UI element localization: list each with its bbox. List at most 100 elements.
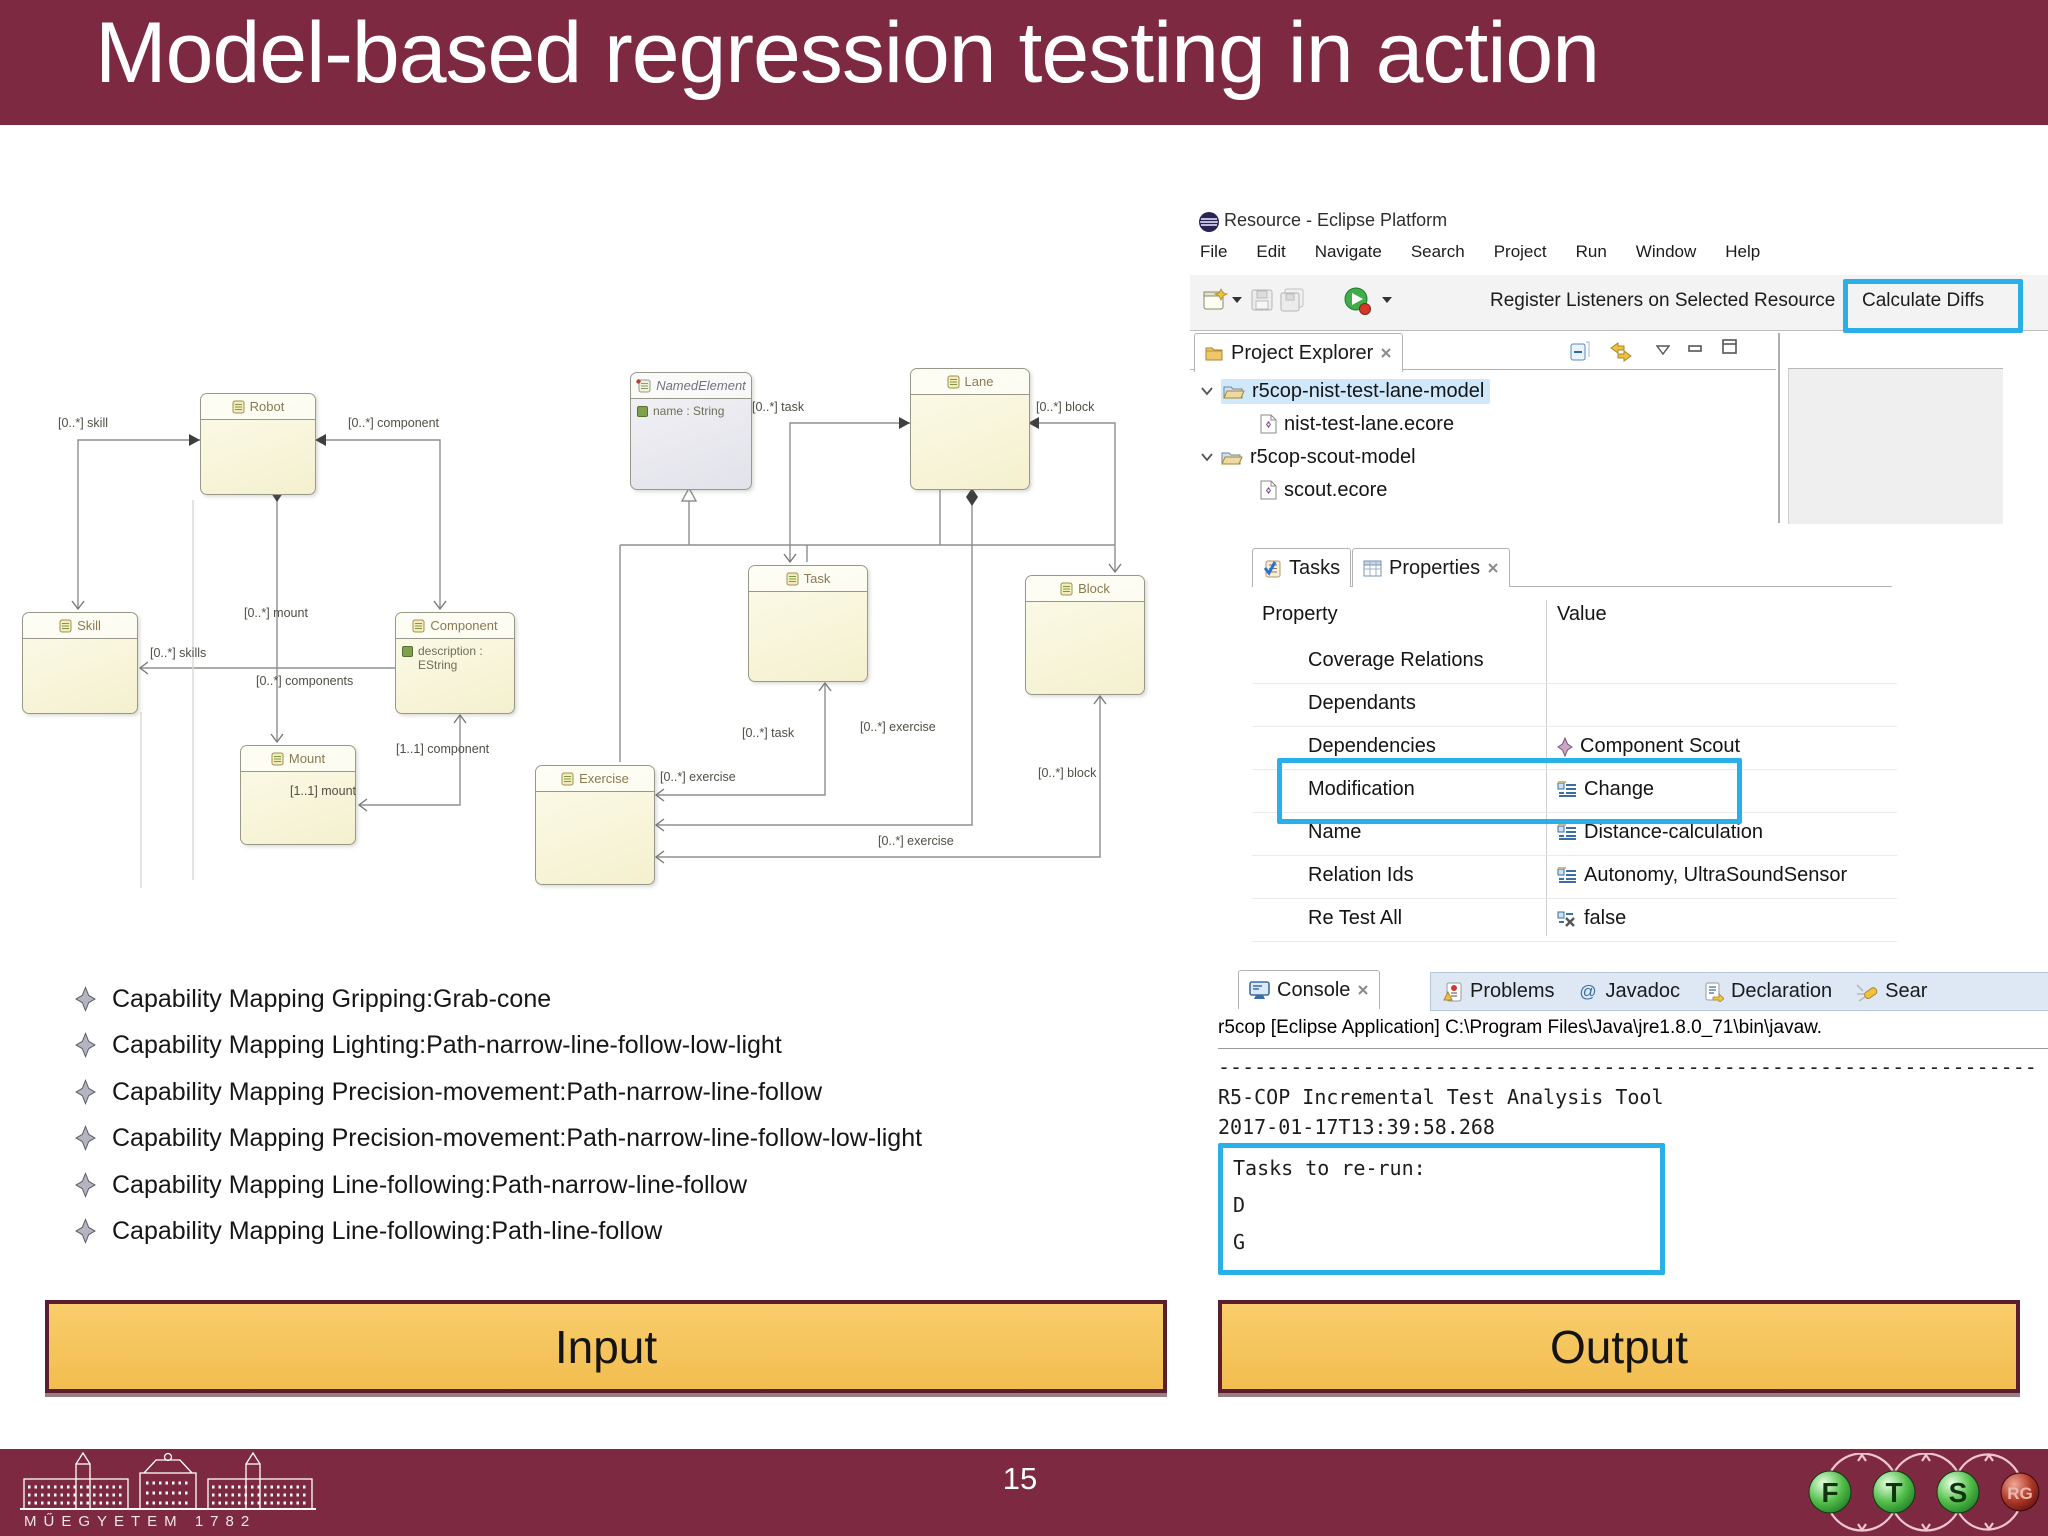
mapping-diamond-icon (75, 986, 96, 1012)
uml-class-mount[interactable]: Mount (240, 745, 356, 845)
page-title: Model-based regression testing in action (95, 5, 1600, 101)
tab-javadoc[interactable]: @ Javadoc (1578, 980, 1680, 1003)
save-all-icon[interactable] (1280, 288, 1304, 312)
table-row[interactable]: Re Test All false (1252, 899, 1897, 942)
class-name: Task (803, 571, 831, 586)
tree-item-label: r5cop-nist-test-lane-model (1252, 379, 1485, 402)
ecore-file-icon (1260, 480, 1277, 500)
close-icon[interactable] (1357, 984, 1369, 996)
edge-label: [0..*] block (1036, 400, 1095, 414)
uml-class-task[interactable]: Task (748, 565, 868, 682)
menu-help[interactable]: Help (1725, 242, 1761, 261)
menu-navigate[interactable]: Navigate (1314, 242, 1382, 261)
menu-file[interactable]: File (1200, 242, 1228, 261)
tab-label: Console (1277, 978, 1351, 1001)
svg-text:S: S (1949, 1477, 1968, 1508)
tree-item-label: scout.ecore (1284, 478, 1388, 501)
chevron-expanded-icon[interactable] (1200, 452, 1214, 462)
tree-item-project-1[interactable]: r5cop-nist-test-lane-model (1200, 377, 1491, 405)
open-folder-icon (1221, 452, 1243, 464)
uml-class-robot[interactable]: Robot (200, 393, 316, 495)
cell-value: Autonomy, UltraSoundSensor (1584, 864, 1848, 886)
column-divider (1546, 600, 1547, 936)
chevron-down-icon[interactable] (1382, 297, 1392, 304)
console-line: G (1233, 1230, 1246, 1254)
university-logo-text: MŰEGYETEM 1782 (24, 1513, 257, 1530)
sash-divider[interactable] (1778, 333, 1780, 523)
maximize-icon[interactable] (1722, 339, 1738, 355)
console-line: 2017-01-17T13:39:58.268 (1218, 1115, 1495, 1139)
tab-declaration[interactable]: Declaration (1704, 980, 1832, 1003)
run-icon[interactable] (1342, 286, 1372, 316)
menu-window[interactable]: Window (1635, 242, 1697, 261)
edge-label: [0..*] components (256, 674, 354, 688)
class-attribute: name : String (653, 404, 725, 418)
new-wizard-icon[interactable] (1202, 287, 1228, 313)
tree-selection: r5cop-nist-test-lane-model (1221, 378, 1491, 404)
class-icon (232, 400, 245, 413)
register-listeners-button[interactable]: Register Listeners on Selected Resource (1490, 290, 1836, 311)
menu-edit[interactable]: Edit (1256, 242, 1286, 261)
toolbar: Register Listeners on Selected Resource … (1190, 275, 2048, 331)
chevron-down-icon[interactable] (1232, 297, 1242, 304)
table-row[interactable]: Modification Change (1252, 770, 1897, 813)
save-icon[interactable] (1250, 288, 1274, 312)
tab-project-explorer[interactable]: Project Explorer (1194, 333, 1404, 372)
collapse-all-icon[interactable] (1568, 339, 1592, 363)
menu-search[interactable]: Search (1410, 242, 1465, 261)
table-row[interactable]: Name Distance-calculation (1252, 813, 1897, 856)
close-icon[interactable] (1487, 562, 1499, 574)
table-row[interactable]: Dependants (1252, 684, 1897, 727)
tab-problems[interactable]: Problems (1443, 980, 1554, 1003)
table-row[interactable]: Dependencies Component Scout (1252, 727, 1897, 770)
uml-class-block[interactable]: Block (1025, 575, 1145, 695)
calculate-diffs-button[interactable]: Calculate Diffs (1862, 290, 1985, 311)
edge-label: [0..*] skill (58, 416, 109, 430)
tab-tasks[interactable]: Tasks (1252, 548, 1352, 587)
class-icon (412, 619, 425, 632)
link-with-editor-icon[interactable] (1608, 339, 1634, 365)
uml-class-exercise[interactable]: Exercise (535, 765, 655, 885)
tab-console[interactable]: Console (1238, 970, 1381, 1009)
edge-label: [0..*] task (752, 400, 805, 414)
svg-text:F: F (1821, 1477, 1838, 1508)
tree-item-project-2[interactable]: r5cop-scout-model (1200, 443, 1416, 471)
tree-item-ecore-2[interactable]: scout.ecore (1260, 476, 1387, 504)
uml-class-component[interactable]: Component description : EString (395, 612, 515, 714)
class-name: Lane (964, 374, 994, 389)
tree-item-label: r5cop-scout-model (1250, 445, 1416, 468)
tab-bar-line (1190, 369, 1776, 370)
class-attribute: description : EString (418, 644, 483, 672)
list-item: Capability Mapping Line-following:Path-l… (75, 1215, 662, 1247)
menu-run[interactable]: Run (1575, 242, 1607, 261)
cell-value: Distance-calculation (1584, 821, 1763, 843)
menu-project[interactable]: Project (1493, 242, 1547, 261)
console-line: Tasks to re-run: (1233, 1156, 1426, 1180)
menu-bar: File Edit Navigate Search Project Run Wi… (1200, 242, 1760, 262)
edge-label: [1..1] component (396, 742, 490, 756)
class-icon (786, 572, 799, 585)
edge-label: [0..*] exercise (878, 834, 954, 848)
view-menu-icon[interactable] (1656, 345, 1670, 355)
uml-class-lane[interactable]: Lane (910, 368, 1030, 490)
tab-label: Problems (1470, 980, 1555, 1002)
declaration-icon (1705, 982, 1724, 1002)
minimize-icon[interactable] (1688, 343, 1704, 355)
table-row[interactable]: Relation Ids Autonomy, UltraSoundSensor (1252, 856, 1897, 899)
chevron-expanded-icon[interactable] (1200, 386, 1214, 396)
tab-label: Properties (1389, 556, 1481, 579)
uml-class-namedelement[interactable]: NamedElement name : String (630, 372, 752, 490)
list-item: Capability Mapping Precision-movement:Pa… (75, 1076, 822, 1108)
tab-properties[interactable]: Properties (1352, 548, 1511, 587)
close-icon[interactable] (1380, 347, 1392, 359)
class-name: Robot (249, 399, 285, 414)
ftsrg-logo: F T S RG (1808, 1453, 2040, 1532)
boolean-false-icon (1557, 911, 1575, 927)
slide-header-bar: Model-based regression testing in action (0, 0, 2048, 125)
class-name: Skill (77, 618, 101, 633)
attribute-list-icon (1557, 781, 1576, 797)
table-row[interactable]: Coverage Relations (1252, 641, 1897, 684)
tab-search[interactable]: Sear (1856, 980, 1927, 1003)
uml-class-skill[interactable]: Skill (22, 612, 138, 714)
tree-item-ecore-1[interactable]: nist-test-lane.ecore (1260, 410, 1454, 438)
